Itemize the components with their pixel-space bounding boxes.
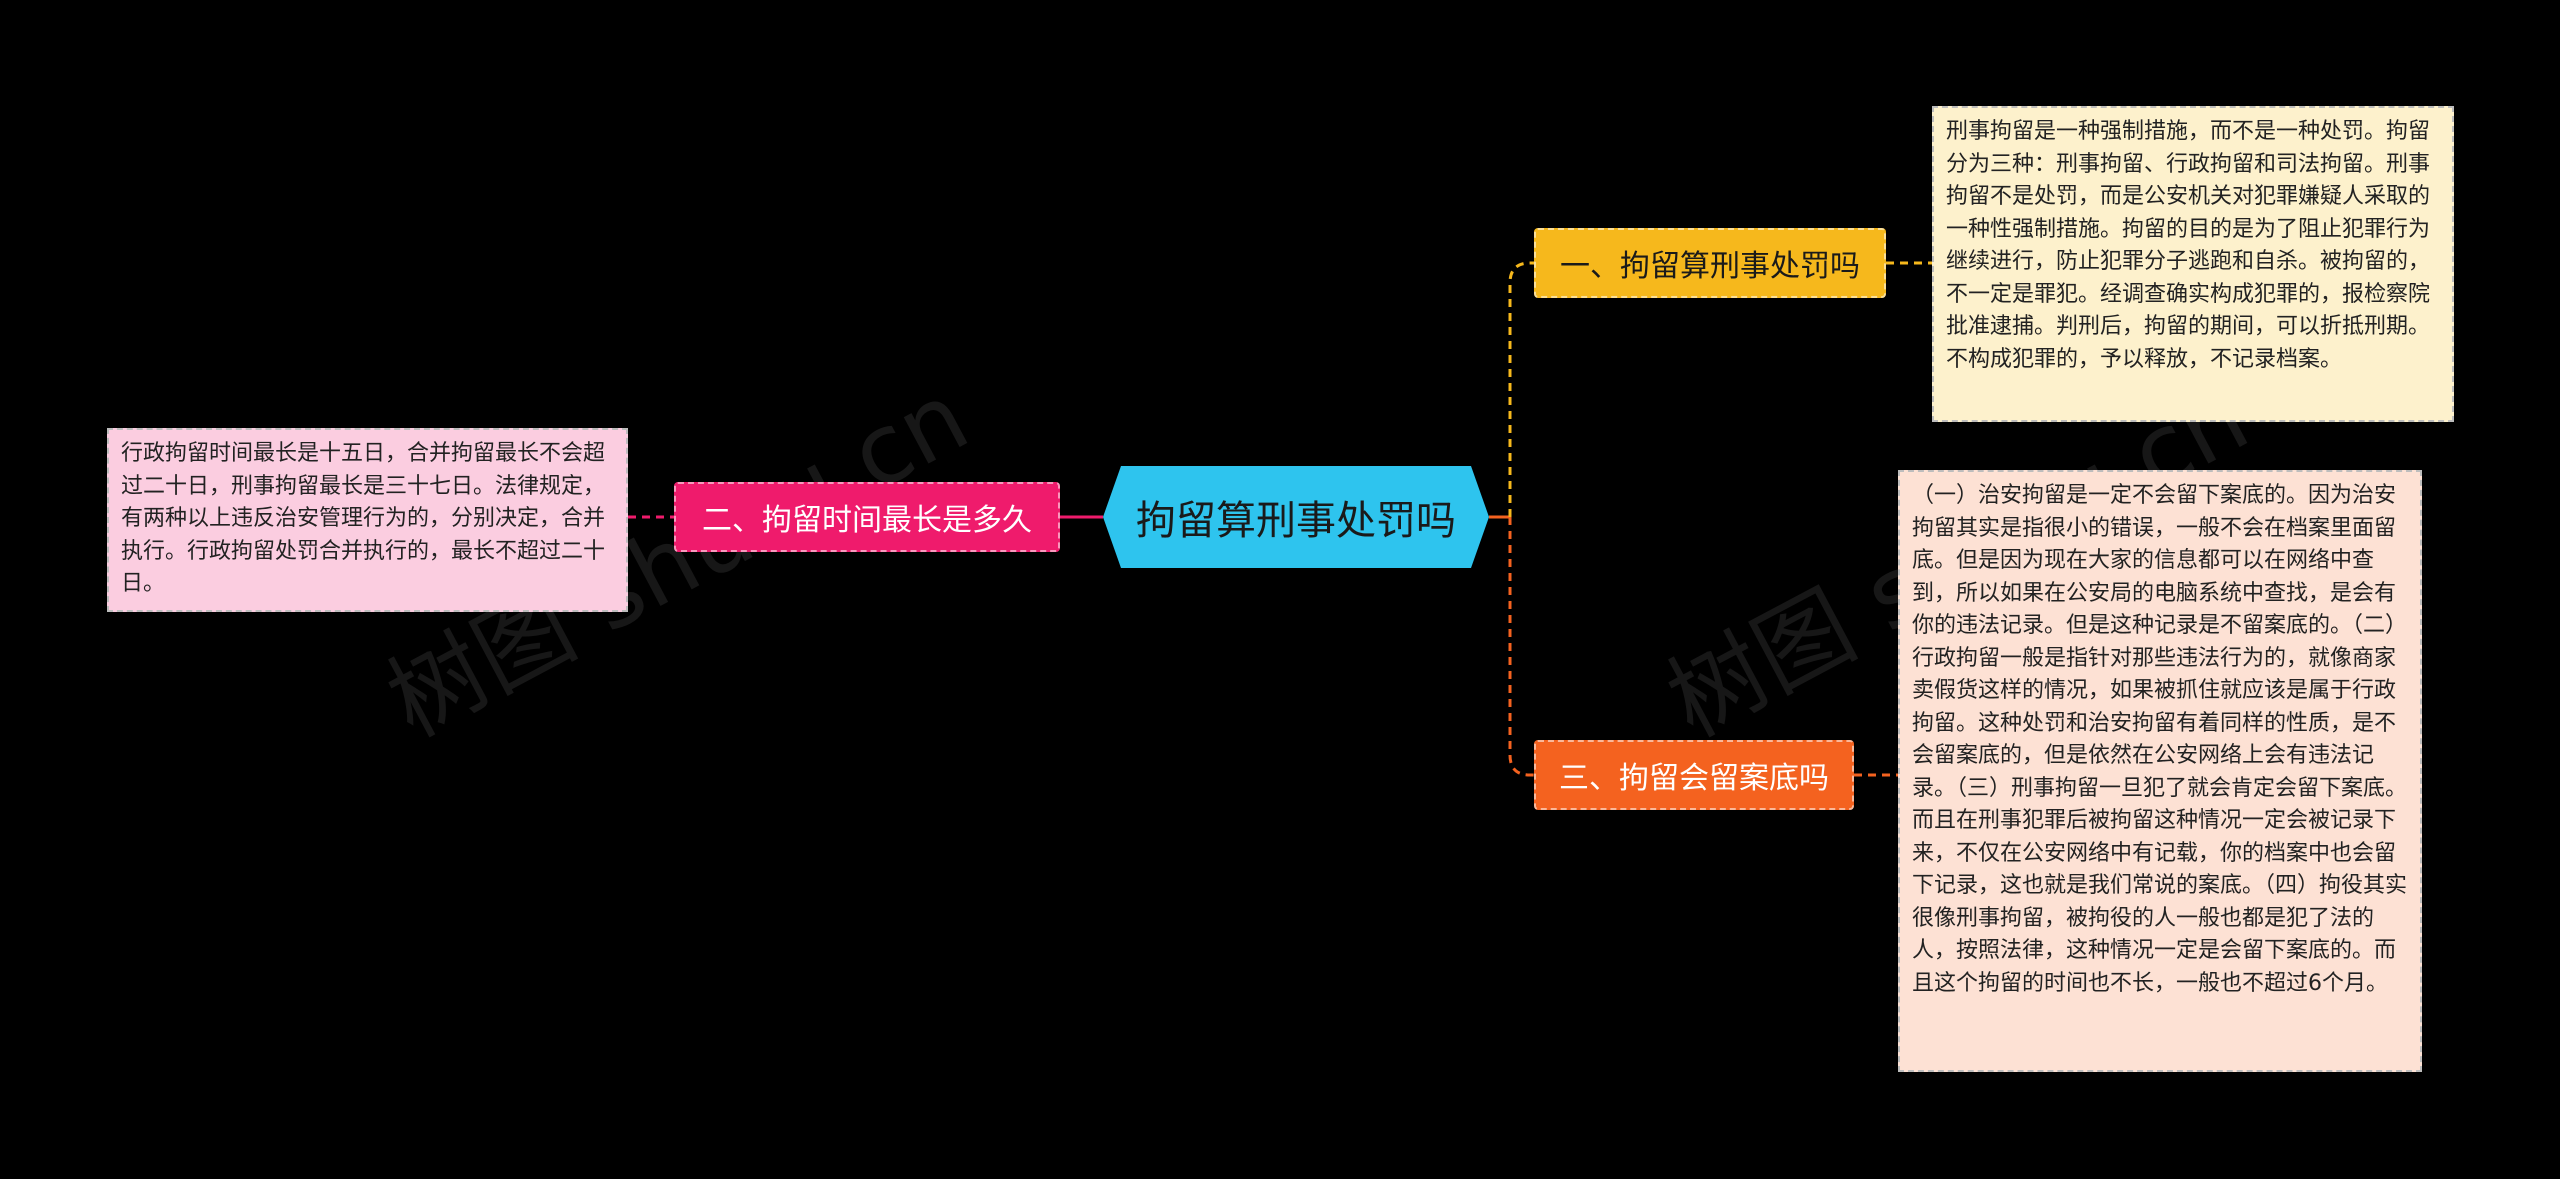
connector-branch-1 [1508,261,1534,517]
branch-topic-1-label: 一、拘留算刑事处罚吗 [1560,249,1860,284]
branch-topic-3-label: 三、拘留会留案底吗 [1559,761,1829,796]
branch-topic-2[interactable]: 二、拘留时间最长是多久 [674,482,1060,552]
note-box-3[interactable]: （一）治安拘留是一定不会留下案底的。因为治安拘留其实是指很小的错误，一般不会在档… [1898,470,2422,1072]
connector-branch-3 [1508,517,1534,777]
root-topic[interactable]: 拘留算刑事处罚吗 [1103,466,1489,568]
note-box-2[interactable]: 行政拘留时间最长是十五日，合并拘留最长不会超过二十日，刑事拘留最长是三十七日。法… [107,428,628,612]
note-box-1[interactable]: 刑事拘留是一种强制措施，而不是一种处罚。拘留分为三种：刑事拘留、行政拘留和司法拘… [1932,106,2454,422]
root-hexagon-shape [1103,466,1489,568]
branch-topic-2-label: 二、拘留时间最长是多久 [702,503,1032,538]
root-topic-label: 拘留算刑事处罚吗 [1136,498,1456,544]
branch-topic-1[interactable]: 一、拘留算刑事处罚吗 [1534,228,1886,298]
branch-topic-3[interactable]: 三、拘留会留案底吗 [1534,740,1854,810]
